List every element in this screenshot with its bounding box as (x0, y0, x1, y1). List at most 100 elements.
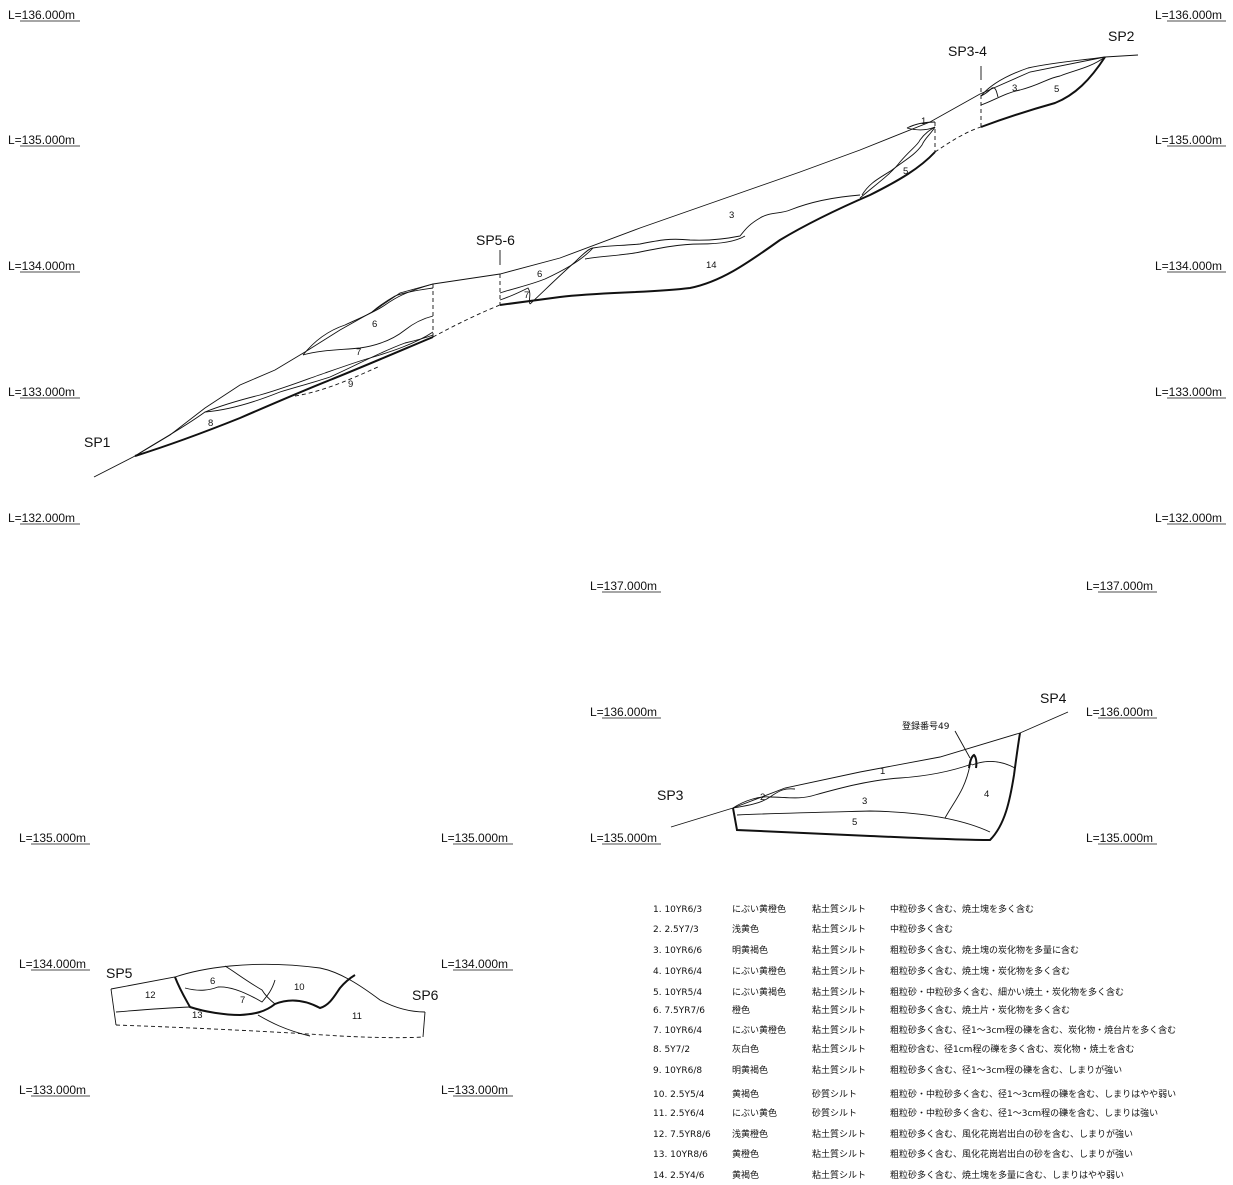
layer-number: 5 (852, 817, 857, 828)
layer-number: 6 (372, 319, 377, 330)
legend-color: 浅黄橙色 (732, 1128, 768, 1140)
legend-color: にぶい黄橙色 (732, 965, 786, 977)
level-label: L=135.000m (441, 831, 508, 845)
legend-soil: 粘土質シルト (812, 1148, 866, 1160)
legend-soil: 粘土質シルト (812, 903, 866, 915)
legend-row: 11. 2.5Y6/4 にぶい黄色 砂質シルト 粗粒砂・中粒砂多く含む、径1～3cm程… (653, 1107, 1158, 1119)
legend-soil: 砂質シルト (812, 1088, 857, 1100)
legend-desc: 粗粒砂多く含む、焼土片・炭化物を多く含む (890, 1004, 1070, 1016)
legend-color: 浅黄色 (732, 923, 759, 935)
layer-number: 12 (145, 990, 156, 1001)
layer-number: 7 (356, 347, 361, 358)
legend-no: 3. 10YR6/6 (653, 946, 702, 956)
level-label: L=137.000m (1086, 579, 1153, 593)
legend-soil: 粘土質シルト (812, 1128, 866, 1140)
level-label: L=133.000m (441, 1083, 508, 1097)
point-label-sp5-6: SP5-6 (476, 232, 515, 248)
level-label: L=136.000m (8, 8, 75, 22)
legend-no: 8. 5Y7/2 (653, 1045, 690, 1055)
legend-color: にぶい黄橙色 (732, 903, 786, 915)
layer-number: 5 (1054, 84, 1059, 95)
registration-number-label: 登録番号49 (902, 720, 950, 732)
layer-number: 5 (903, 166, 908, 177)
legend-color: にぶい黄色 (732, 1107, 777, 1119)
layer-number: 7 (240, 995, 245, 1006)
legend-desc: 粗粒砂多く含む、焼土塊の炭化物を多量に含む (890, 944, 1079, 956)
legend-color: 明黄褐色 (732, 1064, 768, 1076)
legend-soil: 粘土質シルト (812, 986, 866, 998)
layer-number: 14 (706, 260, 717, 271)
layer-number: 7 (524, 290, 529, 301)
legend-no: 5. 10YR5/4 (653, 988, 702, 998)
legend-soil: 粘土質シルト (812, 1043, 866, 1055)
level-label: L=133.000m (8, 385, 75, 399)
legend-color: 黄橙色 (732, 1148, 759, 1160)
section-sp5-sp6: L=135.000m L=135.000m L=134.000m L=134.0… (19, 831, 513, 1097)
legend-no: 12. 7.5YR8/6 (653, 1130, 711, 1140)
legend-color: 橙色 (732, 1004, 750, 1016)
layer-number: 6 (210, 976, 215, 987)
layer-number: 3 (729, 210, 734, 221)
legend-no: 4. 10YR6/4 (653, 967, 702, 977)
section-sp1-sp2: L=136.000m L=136.000m L=135.000m L=135.0… (8, 8, 1226, 525)
level-label: L=133.000m (19, 1083, 86, 1097)
layer-number: 3 (1012, 83, 1017, 94)
layer-number: 6 (537, 269, 542, 280)
level-label: L=134.000m (1155, 259, 1222, 273)
point-label-sp3-4: SP3-4 (948, 43, 987, 59)
level-label: L=136.000m (590, 705, 657, 719)
legend-desc: 粗粒砂・中粒砂多く含む、径1～3cm程の礫を含む、しまりは強い (890, 1107, 1158, 1119)
level-label: L=135.000m (19, 831, 86, 845)
point-label-sp1: SP1 (84, 434, 111, 450)
layer-number: 9 (348, 379, 353, 390)
legend-color: 黄褐色 (732, 1169, 759, 1181)
level-label: L=136.000m (1155, 8, 1222, 22)
level-label: L=135.000m (590, 831, 657, 845)
legend-soil: 粘土質シルト (812, 923, 866, 935)
legend-no: 11. 2.5Y6/4 (653, 1109, 705, 1119)
layer-number: 10 (294, 982, 305, 993)
section-sp3-sp4: L=137.000m L=137.000m L=136.000m L=136.0… (590, 579, 1157, 845)
legend-row: 8. 5Y7/2 灰白色 粘土質シルト 粗粒砂含む、径1cm程の礫を多く含む、炭化物・… (653, 1043, 1134, 1055)
point-label-sp3: SP3 (657, 787, 684, 803)
point-label-sp5: SP5 (106, 965, 133, 981)
legend-desc: 粗粒砂多く含む、焼土塊・炭化物を多く含む (890, 965, 1070, 977)
legend-no: 13. 10YR8/6 (653, 1150, 708, 1160)
legend-color: 灰白色 (732, 1043, 759, 1055)
legend-soil: 砂質シルト (812, 1107, 857, 1119)
legend-soil: 粘土質シルト (812, 1024, 866, 1036)
level-label: L=137.000m (590, 579, 657, 593)
level-label: L=134.000m (441, 957, 508, 971)
legend-color: 明黄褐色 (732, 944, 768, 956)
legend-desc: 粗粒砂・中粒砂多く含む、細かい焼土・炭化物を多く含む (890, 986, 1124, 998)
legend-no: 9. 10YR6/8 (653, 1066, 702, 1076)
legend-desc: 粗粒砂含む、径1cm程の礫を多く含む、炭化物・焼土を含む (890, 1043, 1134, 1055)
legend-desc: 粗粒砂・中粒砂多く含む、径1～3cm程の礫を含む、しまりはやや弱い (890, 1088, 1176, 1100)
legend-no: 14. 2.5Y4/6 (653, 1171, 705, 1181)
legend-soil: 粘土質シルト (812, 944, 866, 956)
level-label: L=134.000m (19, 957, 86, 971)
legend-no: 1. 10YR6/3 (653, 905, 702, 915)
legend-color: にぶい黄橙色 (732, 1024, 786, 1036)
level-label: L=135.000m (1086, 831, 1153, 845)
legend-soil: 粘土質シルト (812, 1169, 866, 1181)
layer-number: 3 (862, 796, 867, 807)
legend-no: 7. 10YR6/4 (653, 1026, 702, 1036)
layer-number: 11 (352, 1011, 362, 1022)
legend-soil: 粘土質シルト (812, 1004, 866, 1016)
layer-number: 1 (880, 766, 885, 777)
legend-desc: 粗粒砂多く含む、焼土塊を多量に含む、しまりはやや弱い (890, 1169, 1124, 1181)
layer-number: 2 (760, 792, 765, 803)
level-label: L=134.000m (8, 259, 75, 273)
legend-desc: 粗粒砂多く含む、径1～3cm程の礫を含む、しまりが強い (890, 1064, 1122, 1076)
level-label: L=135.000m (8, 133, 75, 147)
level-label: L=136.000m (1086, 705, 1153, 719)
legend-no: 6. 7.5YR7/6 (653, 1006, 705, 1016)
legend-row: 6. 7.5YR7/6 橙色 粘土質シルト 粗粒砂多く含む、焼土片・炭化物を多く含む (653, 1004, 1070, 1016)
